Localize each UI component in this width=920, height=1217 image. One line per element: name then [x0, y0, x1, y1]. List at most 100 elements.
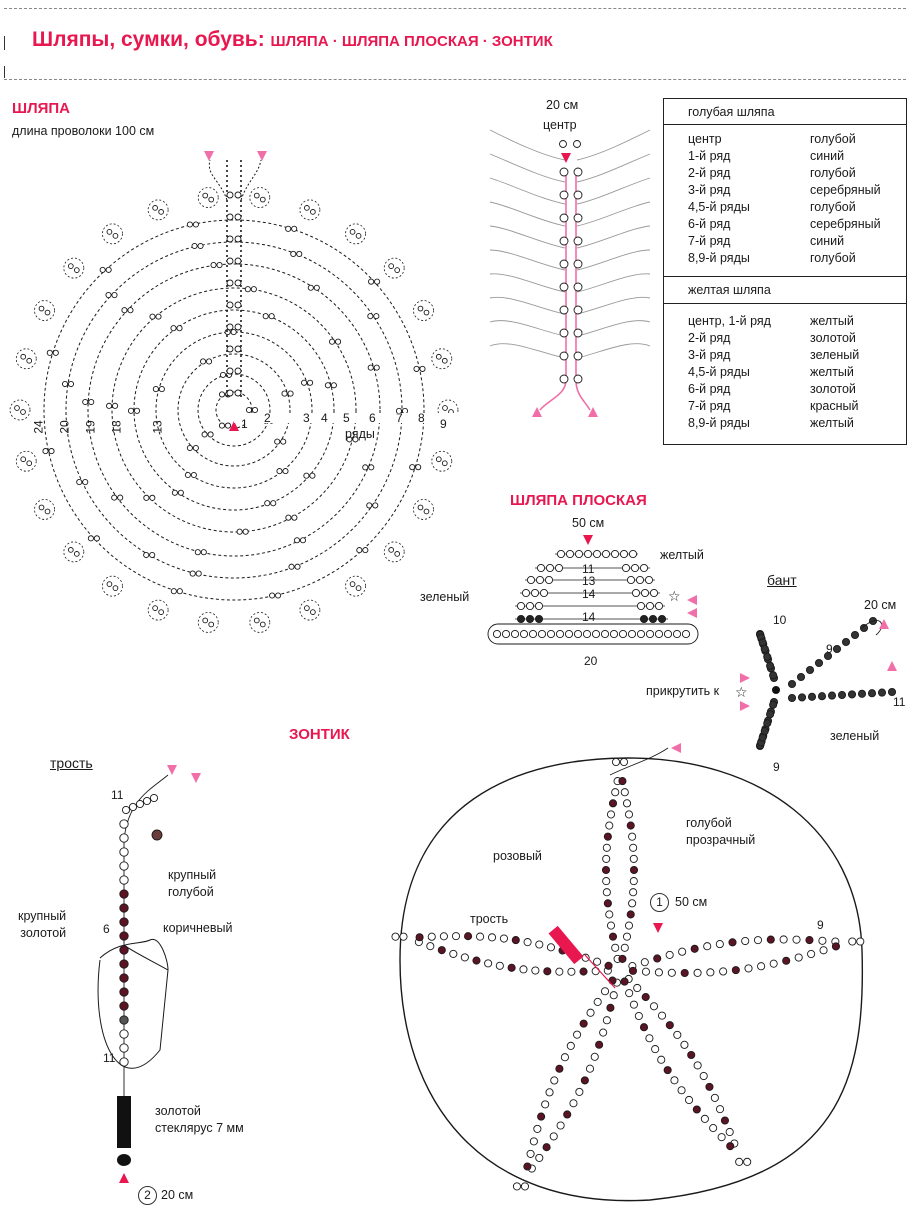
umbrella-petal-bead: [654, 968, 663, 977]
hat-bead: [176, 588, 183, 595]
bow-bead: [763, 719, 772, 728]
umbrella-petal-bead: [657, 1011, 667, 1020]
cane-arrow-icon: [191, 773, 201, 783]
flat-hat-brim-bead: [645, 629, 655, 639]
umbrella-petal-bead: [472, 956, 481, 965]
hat-outer-loop: [345, 575, 366, 597]
flat-hat-green-label: зеленый: [420, 590, 470, 604]
hat-outer-loop: [9, 399, 31, 421]
hat-detail-bead: [573, 259, 583, 269]
flat-hat-brim-bead: [555, 629, 565, 639]
umbrella-petal-bead: [529, 1137, 538, 1146]
umbrella-arrow-icon: [653, 923, 663, 933]
hat-spine-bead: [234, 235, 242, 243]
cane-bugle-bead: [117, 1096, 131, 1148]
bow-bead: [823, 651, 833, 661]
hat-bead: [262, 313, 269, 320]
hat-spine-bead: [226, 389, 234, 397]
bow-bead: [805, 665, 815, 675]
bow-bead: [847, 690, 857, 699]
umbrella-petal-bead: [629, 865, 639, 875]
flat-hat-bead: [644, 575, 654, 585]
bow-bead: [857, 689, 867, 698]
hat-outer-loop: [413, 300, 434, 321]
hat-detail-end-arrow-icon: [532, 407, 542, 417]
umbrella-petal-bead: [605, 910, 614, 919]
umbrella-petal-bead: [684, 1095, 694, 1105]
hat-detail-bead: [559, 305, 569, 315]
hat-outer-bead: [112, 233, 119, 239]
hat-spine-bead: [226, 279, 234, 287]
flat-hat-brim-bead: [564, 629, 574, 639]
umbrella-petal-bead: [586, 1008, 595, 1017]
bow-star-icon: ☆: [735, 685, 748, 701]
hat-bead: [307, 379, 314, 386]
hat-detail-bead: [559, 167, 569, 177]
umbrella-petal-bead: [807, 949, 816, 959]
hat-ring: [133, 309, 335, 511]
hat-bead: [368, 278, 375, 285]
umbrella-petal-bead: [794, 953, 803, 962]
flat-hat-brim-bead: [591, 629, 601, 639]
umbrella-petal-bead: [700, 1114, 709, 1123]
umbrella-petal-bead: [606, 921, 616, 930]
umbrella-petal-bead: [608, 799, 618, 808]
hat-bead: [52, 349, 59, 356]
umbrella-petal-bead: [792, 935, 801, 944]
legend-row-name: 7-й ряд: [688, 399, 731, 413]
umbrella-blue-transparent: голубой прозрачный: [686, 816, 756, 847]
bow-bead: [787, 679, 797, 689]
flat-hat-brim-bead: [663, 629, 673, 639]
legend-row-name: 3-й ряд: [688, 183, 731, 197]
flat-hat-bead: [583, 549, 593, 559]
hat-bead: [296, 250, 303, 258]
hat-outer-bead: [44, 309, 51, 316]
legend-row-color: голубой: [810, 200, 856, 214]
umbrella-petal-bead: [604, 961, 613, 970]
hat-bead: [288, 563, 295, 570]
umbrella-petal-bead: [476, 932, 485, 941]
hat-bead: [415, 464, 422, 471]
flat-hat-brim-bead: [609, 629, 619, 639]
hat-section-title: ШЛЯПА: [12, 100, 70, 117]
hat-ring-2: 2: [264, 411, 271, 425]
hat-outer-bead: [310, 609, 316, 615]
flat-hat-bead: [526, 575, 536, 585]
hat-ring-3: 3: [303, 411, 310, 425]
flat-hat-bead: [631, 588, 641, 598]
umbrella-petal-bead: [499, 934, 509, 943]
bow-num-11: 11: [893, 695, 906, 709]
umbrella-petal-bead: [609, 991, 618, 1000]
hat-bead: [207, 431, 214, 438]
hat-spine-bead: [234, 191, 242, 199]
umbrella-petal-bead: [535, 1153, 544, 1162]
bow-bead: [787, 693, 797, 703]
hat-ring: [87, 263, 381, 557]
umbrella-petal-bead: [526, 1149, 535, 1158]
hat-bead: [303, 472, 310, 479]
umbrella-petal-bead: [634, 1011, 643, 1021]
cane-bead: [119, 1043, 129, 1053]
hat-bead: [356, 547, 363, 554]
flat-hat-row-11: 11: [582, 562, 595, 576]
bow-num-9-bottom: 9: [773, 760, 780, 774]
umbrella-petal-bead: [611, 788, 620, 797]
hat-outer-bead: [73, 551, 80, 557]
flat-hat-bead: [516, 601, 526, 611]
hat-bead: [186, 444, 193, 452]
hat-outer-bead: [388, 263, 395, 269]
bow-bead: [837, 690, 847, 700]
umbrella-petal-bead: [624, 810, 634, 819]
hat-ring: [43, 219, 425, 601]
umbrella-petal-bead: [543, 967, 552, 976]
flat-hat-bead: [630, 563, 640, 573]
cane-bead: [119, 917, 129, 927]
bow-end-arrow-icon: [879, 619, 889, 629]
hat-ring: [111, 287, 357, 533]
flat-hat-brim-bead: [627, 629, 637, 639]
hat-detail-wire: [576, 249, 651, 271]
hat-bead: [335, 338, 342, 345]
flat-hat-bead: [626, 575, 636, 585]
hat-bead: [189, 570, 196, 577]
